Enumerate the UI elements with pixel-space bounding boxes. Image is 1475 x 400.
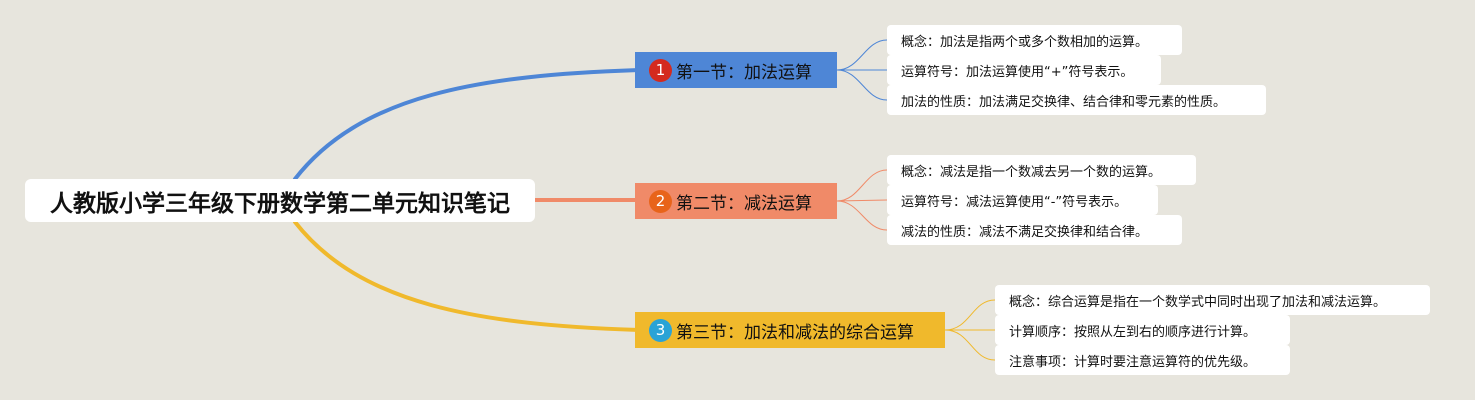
leaf-label: 运算符号：减法运算使用“-”符号表示。 <box>901 194 1128 210</box>
topic-section-1[interactable]: 1 第一节：加法运算 <box>635 52 837 88</box>
number-badge-2: 2 <box>649 189 672 213</box>
leaf-node[interactable]: 概念：加法是指两个或多个数相加的运算。 <box>887 25 1182 55</box>
topic-section-2[interactable]: 2 第二节：减法运算 <box>635 183 837 219</box>
leaf-label: 加法的性质：加法满足交换律、结合律和零元素的性质。 <box>901 94 1227 110</box>
topic-label-2: 第二节：减法运算 <box>676 193 812 214</box>
leaf-connectors-3 <box>944 299 996 361</box>
root-topic[interactable]: 人教版小学三年级下册数学第二单元知识笔记 <box>25 179 535 222</box>
leaf-label: 运算符号：加法运算使用“+”符号表示。 <box>901 64 1134 80</box>
leaf-node[interactable]: 运算符号：减法运算使用“-”符号表示。 <box>887 185 1158 215</box>
leaf-label: 概念：综合运算是指在一个数学式中同时出现了加法和减法运算。 <box>1009 294 1387 310</box>
leaf-label: 概念：加法是指两个或多个数相加的运算。 <box>901 34 1149 50</box>
leaf-node[interactable]: 概念：综合运算是指在一个数学式中同时出现了加法和减法运算。 <box>995 285 1430 315</box>
leaf-node[interactable]: 注意事项：计算时要注意运算符的优先级。 <box>995 345 1290 375</box>
leaf-node[interactable]: 计算顺序：按照从左到右的顺序进行计算。 <box>995 315 1290 345</box>
branch-line-3 <box>293 220 642 332</box>
leaf-connectors-1 <box>836 39 888 101</box>
topic-section-3[interactable]: 3 第三节：加法和减法的综合运算 <box>635 312 945 348</box>
leaf-label: 计算顺序：按照从左到右的顺序进行计算。 <box>1009 324 1257 340</box>
topic-label-1: 第一节：加法运算 <box>676 62 812 83</box>
root-topic-label: 人教版小学三年级下册数学第二单元知识笔记 <box>50 190 510 217</box>
topic-label-3: 第三节：加法和减法的综合运算 <box>676 322 914 343</box>
leaf-label: 概念：减法是指一个数减去另一个数的运算。 <box>901 164 1162 180</box>
leaf-label: 减法的性质：减法不满足交换律和结合律。 <box>901 224 1149 240</box>
leaf-node[interactable]: 运算符号：加法运算使用“+”符号表示。 <box>887 55 1161 85</box>
number-badge-3: 3 <box>649 318 672 342</box>
branch-line-1 <box>293 68 642 181</box>
leaf-connectors-2 <box>836 169 888 231</box>
number-badge-1: 1 <box>649 58 672 82</box>
leaf-node[interactable]: 加法的性质：加法满足交换律、结合律和零元素的性质。 <box>887 85 1266 115</box>
leaf-node[interactable]: 减法的性质：减法不满足交换律和结合律。 <box>887 215 1182 245</box>
leaf-node[interactable]: 概念：减法是指一个数减去另一个数的运算。 <box>887 155 1196 185</box>
leaf-label: 注意事项：计算时要注意运算符的优先级。 <box>1009 354 1257 370</box>
